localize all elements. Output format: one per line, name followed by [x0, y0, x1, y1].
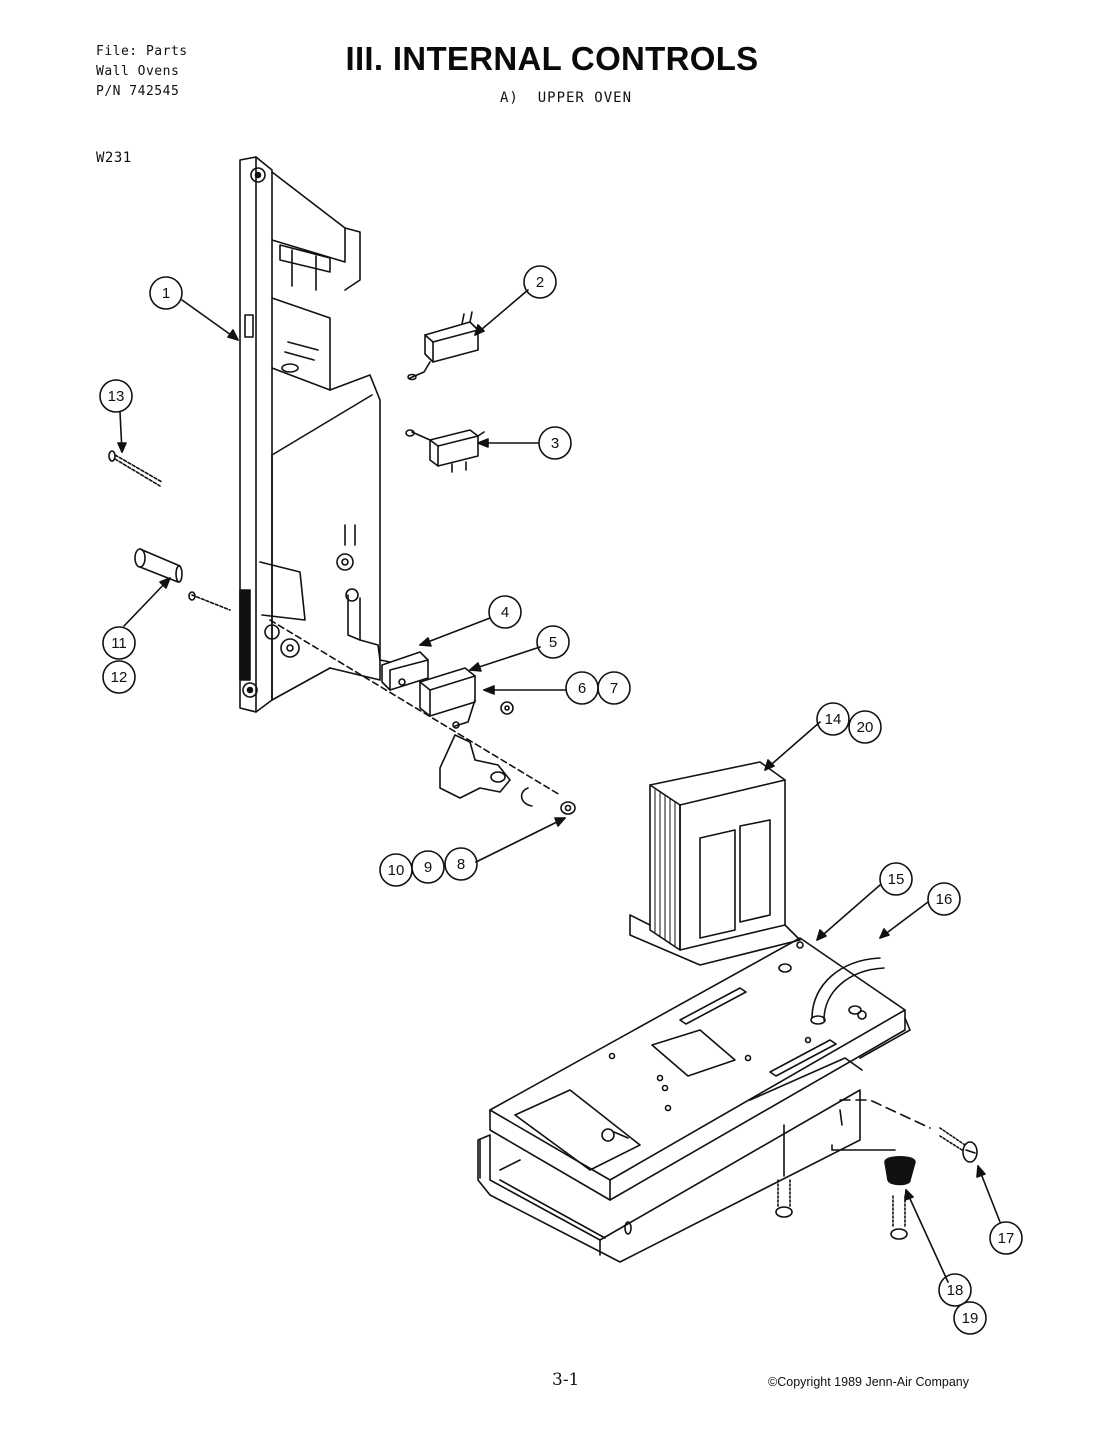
svg-text:10: 10 — [388, 862, 405, 879]
screw-part-17 — [839, 1099, 978, 1163]
callout-2: 2 — [523, 265, 557, 299]
svg-text:7: 7 — [610, 680, 618, 697]
microswitch-part-2 — [407, 311, 479, 381]
screw-part-13 — [108, 450, 163, 487]
svg-text:6: 6 — [578, 680, 586, 697]
svg-text:14: 14 — [825, 711, 842, 728]
svg-text:19: 19 — [962, 1310, 979, 1327]
screw-part-19 — [890, 1195, 908, 1240]
svg-text:15: 15 — [888, 871, 905, 888]
screw-under-tray — [775, 1124, 793, 1218]
microswitch-part-4 — [359, 639, 429, 691]
svg-text:9: 9 — [424, 859, 432, 876]
file-line: File: Parts — [96, 44, 188, 59]
microswitch-part-3 — [405, 429, 485, 473]
callout-16: 16 — [927, 882, 961, 916]
callout-13: 13 — [99, 379, 133, 413]
actuator-linkage — [269, 619, 576, 815]
microswitch-part-5 — [419, 667, 476, 729]
base-mounting-plate — [489, 937, 911, 1201]
file-info: File: Parts Wall Ovens P/N 742545 — [96, 42, 188, 102]
svg-text:17: 17 — [998, 1230, 1015, 1247]
svg-text:4: 4 — [501, 604, 509, 621]
svg-text:11: 11 — [111, 635, 127, 652]
callout-15: 15 — [879, 862, 913, 896]
callout-11: 11 — [102, 626, 136, 660]
callout-9: 9 — [411, 850, 445, 884]
svg-text:13: 13 — [108, 388, 125, 405]
model-number: W231 — [96, 150, 132, 166]
callout-20: 20 — [848, 710, 882, 744]
pin-part-11 — [134, 548, 231, 611]
callout-14: 14 — [816, 702, 850, 736]
svg-text:2: 2 — [536, 274, 544, 291]
svg-text:8: 8 — [457, 856, 465, 873]
svg-text:3: 3 — [551, 435, 559, 452]
svg-text:12: 12 — [111, 669, 128, 686]
callout-1: 1 — [149, 276, 183, 310]
callout-12: 12 — [102, 660, 136, 694]
page-title: III. INTERNAL CONTROLS — [345, 40, 759, 77]
file-line: Wall Ovens — [96, 64, 180, 79]
callout-3: 3 — [538, 426, 572, 460]
section-subtitle: A) UPPER OVEN — [500, 90, 633, 106]
copyright-notice: ©Copyright 1989 Jenn-Air Company — [768, 1375, 969, 1389]
callout-4: 4 — [488, 595, 522, 629]
leader-lines — [117, 289, 1001, 1283]
lower-tray — [477, 1057, 863, 1263]
control-panel-bracket — [239, 156, 381, 713]
callout-10: 10 — [379, 853, 413, 887]
nut-part-7 — [500, 701, 514, 715]
part-number-line: P/N 742545 — [96, 84, 180, 99]
transformer — [629, 761, 801, 966]
svg-text:18: 18 — [947, 1282, 964, 1299]
svg-text:20: 20 — [857, 719, 874, 736]
callout-8: 8 — [444, 847, 478, 881]
svg-text:1: 1 — [162, 285, 170, 302]
callout-5: 5 — [536, 625, 570, 659]
foot-part-18 — [831, 1144, 916, 1186]
callout-17: 17 — [989, 1221, 1023, 1255]
svg-text:16: 16 — [936, 891, 953, 908]
callout-bubbles: 1 2 3 13 11 12 4 5 6 7 10 9 8 14 20 15 1… — [99, 265, 1023, 1335]
callout-6: 6 — [565, 671, 599, 705]
callout-7: 7 — [597, 671, 631, 705]
svg-text:5: 5 — [549, 634, 557, 651]
callout-18: 18 — [938, 1273, 972, 1307]
callout-19: 19 — [953, 1301, 987, 1335]
page-number: 3-1 — [552, 1370, 580, 1390]
